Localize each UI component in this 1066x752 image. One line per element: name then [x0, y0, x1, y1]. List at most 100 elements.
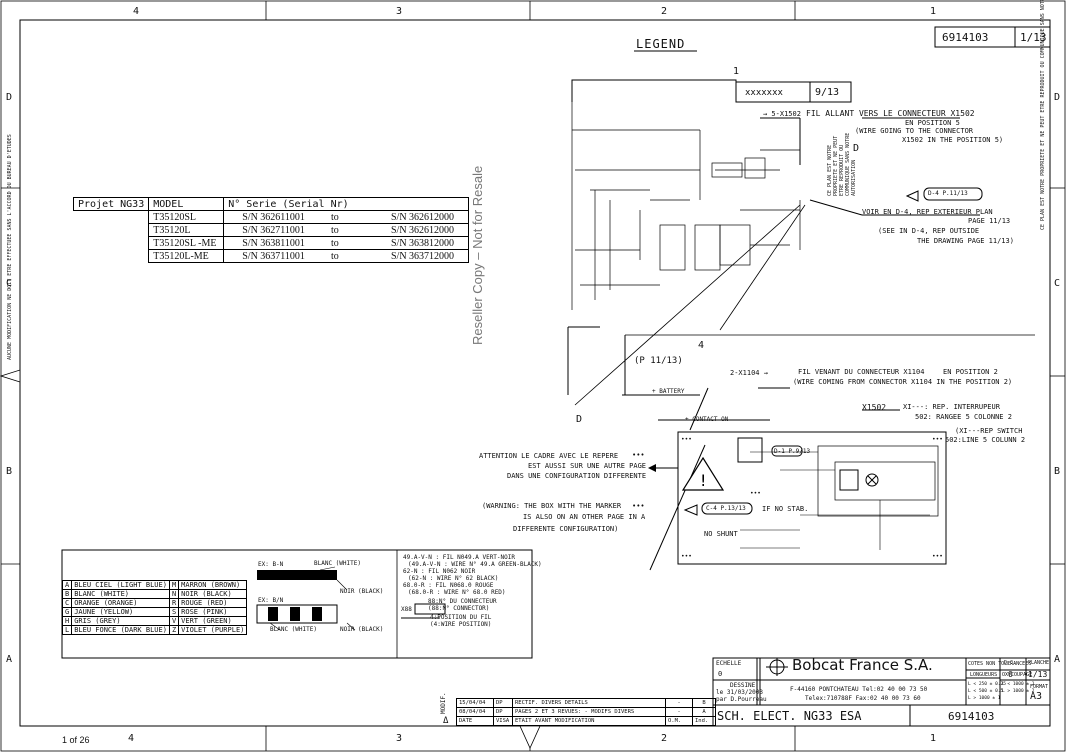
color-code: Z [168, 625, 180, 635]
c4-ref-text: C-4 P.13/13 [706, 505, 746, 512]
color-name: NOIR (BLACK) [178, 589, 248, 599]
rev-date: 08/04/04 [456, 707, 494, 717]
color-code: H [61, 616, 73, 626]
color-code: N [168, 589, 180, 599]
serial-to: S/N 362612000 [387, 210, 470, 224]
serial-to: S/N 363712000 [387, 249, 470, 263]
color-code: R [168, 598, 180, 608]
tol-3: L > 1000 ± 1 [968, 696, 1001, 701]
format-value: A3 [1030, 691, 1043, 702]
plan-propriete-note: CE PLAN EST NOTRE PROPRIETE ET NE PEUT E… [827, 132, 857, 196]
zone-col-bot-4: 4 [128, 733, 135, 744]
dessine-par: par D.Pourreau [716, 696, 767, 703]
color-code: V [168, 616, 180, 626]
blanc-white-2: BLANC (WHITE) [270, 626, 317, 633]
tol-1: L < 250 ± 0.25 [968, 682, 1006, 687]
color-name: ORANGE (ORANGE) [71, 598, 170, 608]
table-row: T35120SL -ME S/N 363811001 to S/N 363812… [73, 236, 470, 250]
serial-to: S/N 363812000 [387, 236, 470, 250]
drawing-number-top: 6914103 [942, 31, 989, 44]
dc-value: 0 [1008, 670, 1013, 679]
project-label: Projet NG33 [72, 197, 150, 211]
color-code: L [61, 625, 73, 635]
planche-label: PLANCHE [1028, 660, 1050, 666]
serial-to-word: to [321, 210, 387, 224]
zone-col-top-3: 3 [396, 6, 403, 17]
format-label: FORMAT [1030, 684, 1049, 690]
ref-box-text: xxxxxxx [745, 88, 783, 98]
color-name: BLEU CIEL (LIGHT BLUE) [71, 580, 170, 590]
zone-row-right-c: C [1054, 278, 1061, 289]
voir-text: VOIR EN D-4, REP EXTERIEUR PLAN [862, 208, 993, 216]
line-en: 502:LINE 5 COLUNN 2 [945, 436, 1026, 444]
fil-allant-text: FIL ALLANT VERS LE CONNECTEUR X1502 [806, 109, 975, 118]
en-position-5: EN POSITION 5 [905, 119, 960, 127]
blanc-white-1: BLANC (WHITE) [314, 560, 361, 567]
page-counter: 1 of 26 [62, 735, 90, 745]
wire-going-en2: X1502 IN THE POSITION 5) [902, 136, 1004, 144]
echelle-value: 0 [718, 670, 723, 678]
rev-ind: Ind. [692, 716, 716, 726]
see-en2: THE DRAWING PAGE 11/13) [917, 237, 1014, 245]
dessine-label: DESSINE [730, 682, 756, 689]
wire-code-2: (49.A-V-N : WIRE N° 49.A GREEN-BLACK) [408, 561, 542, 568]
color-name: BLANC (WHITE) [71, 589, 170, 599]
modif-label: MODIF. [440, 692, 447, 714]
dots-box-5: ••• [750, 490, 761, 497]
xi-rep-en: (XI---REP SWITCH [955, 427, 1023, 435]
table-row: T35120L S/N 362711001 to S/N 362612000 [73, 223, 470, 237]
address-1: F-44160 PONTCHATEAU Tel:02 40 00 73 50 [790, 686, 928, 693]
dots-box-1: ••• [681, 436, 692, 443]
en-position-2: EN POSITION 2 [943, 368, 998, 376]
color-name: GRIS (GREY) [71, 616, 170, 626]
d1-ref-text: D-1 P.9/13 [774, 448, 811, 455]
serial-to: S/N 362612000 [387, 223, 470, 237]
table-row: T35120SL S/N 362611001 to S/N 362612000 [73, 210, 470, 224]
serial-from: S/N 362611001 [223, 210, 322, 224]
wire-code-1: 49.A-V-N : FIL N049.A VERT-NOIR [403, 554, 515, 561]
address-2: Telex:710788F Fax:02 40 00 73 60 [805, 695, 921, 702]
color-name: VIOLET (PURPLE) [178, 625, 248, 635]
zone-row-left-b: B [6, 466, 13, 477]
d-label-lower: D [576, 414, 583, 425]
project-table: Projet NG33 MODEL N° Serie (Serial Nr) T… [72, 197, 470, 263]
delta-symbol: Δ [443, 716, 449, 726]
zone-col-bot-2: 2 [661, 733, 668, 744]
dessine-date: le 31/03/2003 [716, 689, 763, 696]
x88-conn-2: (88:N° CONNECTOR) [428, 605, 490, 612]
see-en1: (SEE IN D-4, REP OUTSIDE [878, 227, 980, 235]
oxycoupage-label: OXYCOUPAGE [1002, 672, 1033, 678]
legend-num-4: 4 [698, 340, 705, 351]
noir-black-1: NOIR (BLACK) [340, 588, 384, 595]
longueurs-label: LONGUEURS [970, 672, 998, 678]
model-cell: T35120SL -ME [148, 236, 225, 250]
zone-col-top-4: 4 [133, 6, 140, 17]
rangee-fr: 502: RANGEE 5 COLONNE 2 [915, 413, 1012, 421]
wire-code-3: 62-N : FIL N062 NOIR [403, 568, 476, 575]
header-serial: N° Serie (Serial Nr) [223, 197, 470, 211]
zone-row-left-c: C [6, 278, 13, 289]
wire-code-6: (68.0-R : WIRE N° 68.0 RED) [408, 589, 506, 596]
watermark: Reseller Copy – Not for Resale [470, 165, 485, 345]
dots-box-2: ••• [932, 436, 943, 443]
xi-rep-fr: XI---: REP. INTERRUPEUR [903, 403, 1000, 411]
model-cell: T35120L-ME [148, 249, 225, 263]
dots-box-3: ••• [681, 553, 692, 560]
color-code: A [61, 580, 73, 590]
attention-1: ATTENTION LE CADRE AVEC LE REPERE [479, 452, 619, 460]
left-margin-note: AUCUNE MODIFICATION NE DOIT ETRE EFFECTU… [7, 134, 13, 360]
dots-2: ••• [632, 502, 645, 510]
contact-on-label: + CONTACT ON [685, 416, 729, 423]
attention-2: EST AUSSI SUR UNE AUTRE PAGE [528, 462, 647, 470]
warning-2: IS ALSO ON AN OTHER PAGE IN A [523, 513, 646, 521]
serial-to-word: to [321, 223, 387, 237]
wire-code-4: (62-N : WIRE N° 62 BLACK) [408, 575, 499, 582]
p1113-label: (P 11/13) [634, 356, 683, 366]
legend-d-label: D [853, 143, 860, 154]
rev-om: O.M. [665, 716, 693, 726]
rev-date: 15/04/04 [456, 698, 494, 708]
